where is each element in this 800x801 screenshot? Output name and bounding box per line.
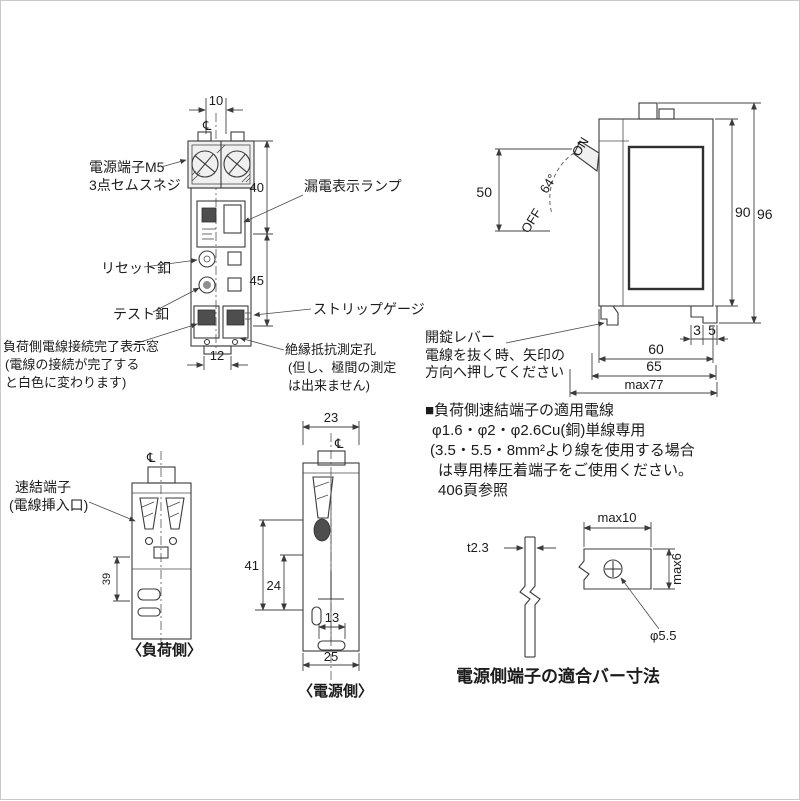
quick-terminal-label-2: (電線挿入口): [9, 497, 88, 513]
angle-64-label: 64°: [537, 171, 560, 196]
insulation-label-2: (但し、極間の測定: [288, 360, 396, 375]
power-side-caption: 〈電源側〉: [298, 682, 373, 700]
wire-insertion-funnel-left: [139, 497, 159, 530]
toggle-handle: [573, 140, 600, 173]
terminal-screw-hole: [603, 559, 623, 579]
insulation-hole-left: [203, 338, 211, 346]
dim-96: 96: [757, 206, 773, 222]
power-terminal-label-1: 電源端子M5: [89, 159, 165, 175]
dim-60: 60: [648, 341, 664, 357]
dim-40: 40: [250, 180, 264, 195]
power-terminal-label-2: 3点セムスネジ: [89, 177, 181, 193]
leakage-lamp-window: [223, 204, 242, 234]
side-cover-window: [627, 145, 705, 291]
load-window-left: [193, 305, 220, 339]
dim-max6: max6: [669, 553, 684, 585]
unlock-lever-label-2: 電線を抜く時、矢印の: [425, 347, 565, 363]
bar-diagram-title: 電源側端子の適合バー寸法: [456, 666, 660, 686]
wire-insertion-funnel-right: [165, 497, 185, 530]
din-rail-claw: [690, 306, 718, 324]
unlock-lever-shape: [600, 305, 619, 326]
dim-max10: max10: [597, 510, 636, 525]
dim-12: 12: [210, 348, 224, 363]
centerline-symbol: ℄: [202, 118, 212, 133]
wire-note-line-3: (3.5・5.5・8mm²より線を使用する場合: [430, 442, 695, 459]
centerline-symbol: ℄: [146, 450, 156, 465]
wire-note-line-4: は専用棒圧着端子をご使用ください。: [438, 462, 693, 479]
load-window-label-3: と白色に変わります): [5, 375, 126, 390]
dim-13: 13: [325, 610, 339, 625]
dim-25: 25: [324, 649, 338, 664]
dim-24: 24: [267, 578, 281, 593]
dim-45: 45: [250, 273, 264, 288]
bar-front-view: [578, 548, 652, 590]
wire-note-line-2: φ1.6・φ2・φ2.6Cu(銅)単線専用: [432, 422, 645, 439]
unlock-lever-label-3: 方向へ押してください: [425, 364, 564, 380]
dim-max77: max77: [624, 377, 663, 392]
dim-65: 65: [646, 358, 662, 374]
insulation-label-1: 絶縁抵抗測定孔: [285, 342, 376, 357]
insulation-label-3: は出来ません): [288, 378, 370, 393]
load-window-label-2: (電線の接続が完了する: [5, 357, 139, 372]
insulation-hole-right: [231, 338, 239, 346]
side-view: ON 64° OFF 50 90 96 3 5 60: [425, 102, 773, 397]
test-button-label: テスト釦: [113, 306, 169, 322]
wire-note-line-5: 406頁参照: [438, 482, 508, 499]
quick-terminal-label-1: 速結端子: [15, 479, 71, 495]
reset-button-label: リセット釦: [101, 260, 171, 276]
load-side-caption: 〈負荷側〉: [127, 641, 202, 659]
power-side-view: 23 ℄ 41 24 13 25 〈電源側〉: [245, 410, 373, 700]
dim-41: 41: [245, 558, 259, 573]
breaker-body-front: [190, 187, 252, 355]
test-button-shape: [198, 276, 216, 294]
dim-39: 39: [101, 573, 113, 585]
bar-dimension-diagram: t2.3 max10 max6 φ5.5 電源側端子の適合バー寸法: [456, 510, 684, 686]
load-window-right: [222, 305, 249, 339]
front-view: 10 ℄: [3, 93, 425, 393]
power-terminal-block: [187, 131, 255, 189]
dim-t2-3: t2.3: [467, 540, 489, 555]
dim-phi-5-5: φ5.5: [650, 628, 677, 643]
strip-gauge-label: ストリップゲージ: [313, 301, 425, 317]
unlock-lever-label-1: 開錠レバー: [425, 329, 495, 345]
reset-button-shape: [198, 250, 216, 268]
terminal-screw-left: [191, 150, 219, 178]
dim-23: 23: [324, 410, 338, 425]
dim-50: 50: [476, 184, 492, 200]
load-window-label-1: 負荷側電線接続完了表示窓: [3, 339, 159, 354]
wire-note-line-1: ■負荷側速結端子の適用電線: [425, 401, 614, 419]
dim-10: 10: [209, 93, 223, 108]
terminal-screw-right: [223, 150, 251, 178]
wire-insertion-funnel: [312, 476, 334, 519]
applicable-wire-note: ■負荷側速結端子の適用電線 φ1.6・φ2・φ2.6Cu(銅)単線専用 (3.5…: [425, 401, 695, 499]
dim-3: 3: [693, 322, 701, 338]
leakage-lamp-label: 漏電表示ランプ: [304, 178, 402, 194]
dim-90: 90: [735, 204, 751, 220]
load-side-view: ℄ 39 速結端子 (電線挿入口) 〈負荷側〉: [9, 450, 202, 659]
centerline-symbol: ℄: [334, 436, 344, 451]
dim-5: 5: [708, 322, 716, 338]
